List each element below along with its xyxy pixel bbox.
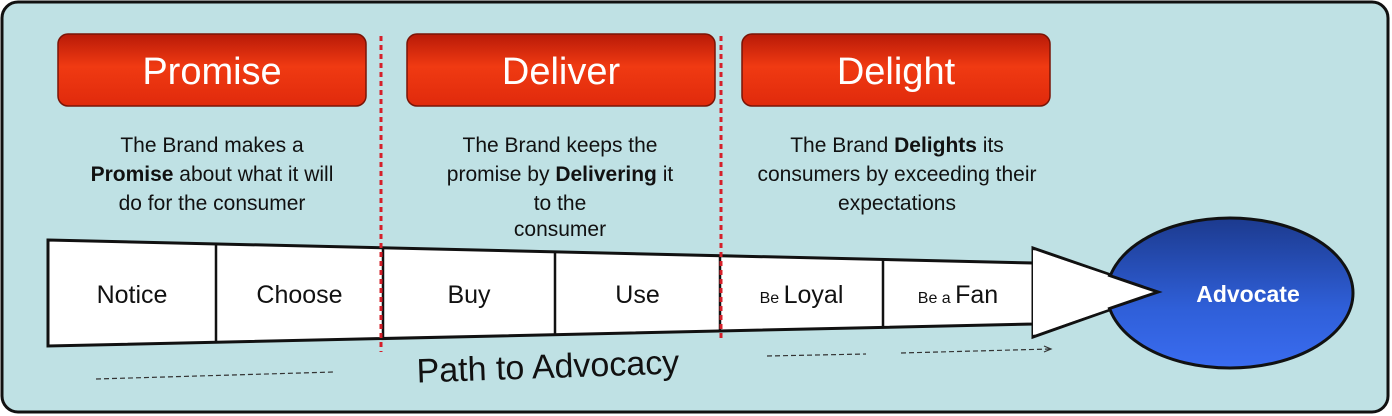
stage-description-line: consumers by exceeding their bbox=[758, 163, 1037, 186]
stage-description-line: The Brand keeps the bbox=[463, 134, 658, 157]
step-loyal: Be Loyal bbox=[760, 281, 844, 309]
step-fan: Be a Fan bbox=[918, 281, 998, 309]
stage-title: Delight bbox=[837, 51, 956, 93]
step-buy: Buy bbox=[447, 281, 491, 309]
stage-description-line: The Brand Delights its bbox=[790, 134, 1004, 157]
step-choose: Choose bbox=[256, 281, 342, 309]
stage-description-line: do for the consumer bbox=[119, 192, 306, 215]
stage-description-line: to the bbox=[534, 192, 587, 215]
stage-header-deliver: Deliver bbox=[406, 33, 716, 107]
step-notice: Notice bbox=[97, 281, 168, 309]
stage-title: Promise bbox=[142, 51, 281, 93]
stage-title: Deliver bbox=[502, 51, 621, 93]
dashed-lines bbox=[95, 348, 1051, 380]
stage-description-line: Promise about what it will bbox=[91, 163, 334, 186]
stage-header-delight: Delight bbox=[741, 33, 1051, 107]
stage-header-promise: Promise bbox=[57, 33, 367, 107]
stage-description-line: expectations bbox=[838, 192, 956, 215]
stage-description-line: The Brand makes a bbox=[120, 134, 304, 157]
stage-description-line: consumer bbox=[514, 218, 606, 241]
path-caption: Path to Advocacy bbox=[416, 343, 680, 390]
stage-description-line: promise by Delivering it bbox=[447, 163, 674, 186]
step-use: Use bbox=[615, 281, 659, 309]
advocate-label: Advocate bbox=[1196, 281, 1300, 307]
